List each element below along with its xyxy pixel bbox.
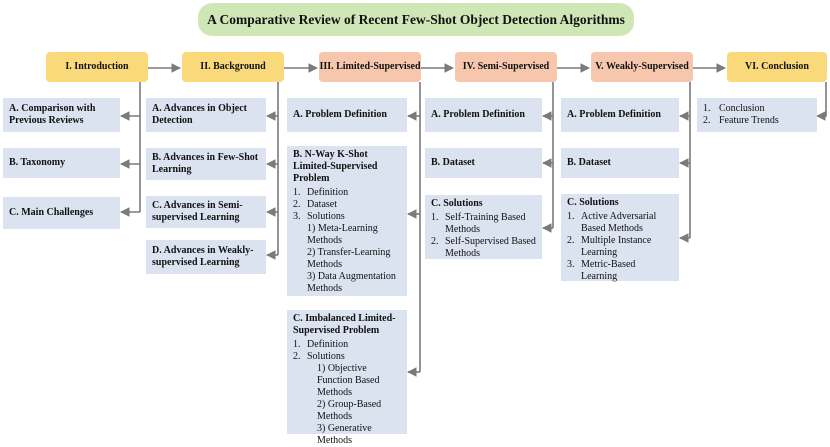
list-item: 1.Definition bbox=[293, 339, 349, 350]
section-introduction: I. Introduction bbox=[46, 52, 148, 82]
section-semi-supervised: IV. Semi-Supervised bbox=[455, 52, 557, 82]
conclusion-items: 1.Conclusion 2.Feature Trends bbox=[697, 98, 817, 132]
semi-solutions-title: C. Solutions bbox=[431, 198, 483, 209]
list-item: 2) Transfer-Learning Methods bbox=[307, 247, 391, 270]
list-item: 1.Conclusion bbox=[703, 103, 765, 114]
background-few-shot: B. Advances in Few-Shot Learning bbox=[146, 148, 266, 180]
section-limited-supervised: III. Limited-Supervised bbox=[319, 52, 421, 82]
list-item: 2.Feature Trends bbox=[703, 115, 779, 126]
semi-problem-definition: A. Problem Definition bbox=[425, 98, 542, 132]
list-item: 2) Group-Based Methods bbox=[317, 399, 382, 422]
semi-solutions: C. Solutions 1.Self-Training Based Metho… bbox=[425, 195, 542, 259]
limited-problem-definition: A. Problem Definition bbox=[287, 98, 407, 132]
limited-imbalanced-title: C. Imbalanced Limited-Supervised Problem bbox=[293, 313, 396, 336]
limited-nway-kshot-title: B. N-Way K-Shot Limited-Supervised Probl… bbox=[293, 149, 378, 184]
limited-nway-kshot: B. N-Way K-Shot Limited-Supervised Probl… bbox=[287, 146, 407, 296]
weakly-solutions-title: C. Solutions bbox=[567, 197, 619, 208]
connector-lines bbox=[120, 63, 827, 377]
list-item: 1.Active Adversarial Based Methods bbox=[567, 211, 657, 234]
background-semi-supervised: C. Advances in Semi-supervised Learning bbox=[146, 196, 266, 228]
list-item: 3) Generative Methods bbox=[317, 423, 372, 446]
list-item: 3) Data Augmentation Methods bbox=[307, 271, 396, 294]
intro-main-challenges: C. Main Challenges bbox=[3, 197, 120, 229]
list-item: 2.Solutions bbox=[293, 351, 345, 362]
weakly-dataset: B. Dataset bbox=[561, 148, 679, 178]
list-item: 3.Metric-Based Learning bbox=[567, 259, 636, 282]
list-item: 2.Self-Supervised Based Methods bbox=[431, 236, 536, 259]
list-item: 3.Solutions bbox=[293, 211, 345, 222]
list-item: 1) Meta-Learning Methods bbox=[307, 223, 378, 246]
list-item: 1.Definition bbox=[293, 187, 349, 198]
section-weakly-supervised: V. Weakly-Supervised bbox=[591, 52, 693, 82]
background-object-detection: A. Advances in Object Detection bbox=[146, 98, 266, 132]
list-item: 2.Dataset bbox=[293, 199, 337, 210]
list-item: 1) Objective Function Based Methods bbox=[317, 363, 380, 398]
diagram-title: A Comparative Review of Recent Few-Shot … bbox=[198, 3, 634, 36]
limited-imbalanced: C. Imbalanced Limited-Supervised Problem… bbox=[287, 310, 407, 446]
intro-taxonomy: B. Taxonomy bbox=[3, 148, 120, 178]
weakly-problem-definition: A. Problem Definition bbox=[561, 98, 679, 132]
section-conclusion: VI. Conclusion bbox=[727, 52, 827, 82]
section-background: II. Background bbox=[182, 52, 284, 82]
weakly-solutions: C. Solutions 1.Active Adversarial Based … bbox=[561, 194, 679, 282]
list-item: 1.Self-Training Based Methods bbox=[431, 212, 526, 235]
list-item: 2.Multiple Instance Learning bbox=[567, 235, 652, 258]
background-weakly-supervised: D. Advances in Weakly-supervised Learnin… bbox=[146, 240, 266, 274]
intro-comparison: A. Comparison with Previous Reviews bbox=[3, 98, 120, 132]
semi-dataset: B. Dataset bbox=[425, 148, 542, 178]
